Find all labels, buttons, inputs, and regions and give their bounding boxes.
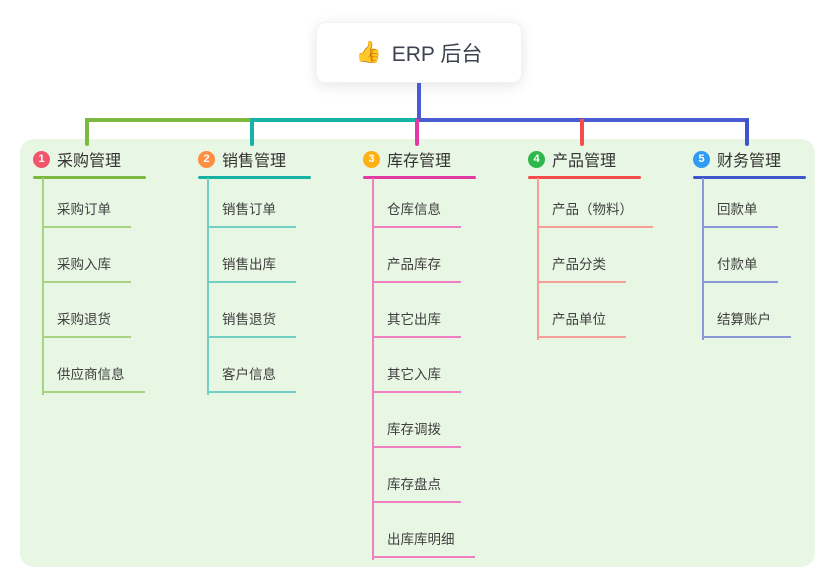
branch-title[interactable]: 3 库存管理 [363,148,451,170]
branch-underline [528,176,641,179]
branch-number-badge: 4 [528,150,545,168]
thumbs-up-icon: 👍 [355,41,382,64]
branch-title[interactable]: 1 采购管理 [33,148,121,170]
root-connector-stem [417,83,421,120]
branch-drop-connector [250,119,254,146]
branch-title-label: 产品管理 [552,153,617,170]
branch-underline [33,176,146,179]
branch-number-badge: 5 [693,150,710,168]
branch-title-label: 财务管理 [717,153,782,170]
branch-spine-line [537,178,539,340]
branch-title[interactable]: 4 产品管理 [528,148,616,170]
branch-title-label: 销售管理 [222,153,287,170]
child-node[interactable]: 采购入库 [42,255,131,283]
branch-spine-line [702,178,704,340]
child-node[interactable]: 回款单 [702,200,778,228]
child-node[interactable]: 库存调拨 [372,420,461,448]
branch-title-label: 库存管理 [387,153,452,170]
branch-drop-connector [745,119,749,146]
child-node[interactable]: 销售出库 [207,255,296,283]
branch-title-label: 采购管理 [57,153,122,170]
branch-spine-line [207,178,209,395]
child-node[interactable]: 其它出库 [372,310,461,338]
branch-spine-line [42,178,44,395]
child-node[interactable]: 产品（物料） [537,200,653,228]
branch-number-badge: 3 [363,150,380,168]
child-node[interactable]: 出库库明细 [372,530,475,558]
child-node[interactable]: 采购订单 [42,200,131,228]
branch-drop-connector [580,119,584,146]
branches-panel [20,139,815,567]
child-node[interactable]: 库存盘点 [372,475,461,503]
branch-underline [198,176,311,179]
branch-title[interactable]: 5 财务管理 [693,148,781,170]
root-node-label: ERP 后台 [391,42,483,66]
child-node[interactable]: 产品分类 [537,255,626,283]
branch-drop-connector [415,119,419,146]
branch-spine-line [372,178,374,560]
child-node[interactable]: 销售订单 [207,200,296,228]
branch-title[interactable]: 2 销售管理 [198,148,286,170]
child-node[interactable]: 付款单 [702,255,778,283]
branch-number-badge: 1 [33,150,50,168]
child-node[interactable]: 其它入库 [372,365,461,393]
branch-drop-connector [85,119,89,146]
child-node[interactable]: 产品单位 [537,310,626,338]
child-node[interactable]: 产品库存 [372,255,461,283]
child-node[interactable]: 结算账户 [702,310,791,338]
root-node[interactable]: 👍 ERP 后台 [316,22,522,83]
child-node[interactable]: 采购退货 [42,310,131,338]
child-node[interactable]: 客户信息 [207,365,296,393]
child-node[interactable]: 销售退货 [207,310,296,338]
rail-segment-teal [250,118,415,122]
branch-underline [693,176,806,179]
branch-underline [363,176,476,179]
child-node[interactable]: 仓库信息 [372,200,461,228]
rail-segment-green [85,118,250,122]
branch-number-badge: 2 [198,150,215,168]
child-node[interactable]: 供应商信息 [42,365,145,393]
